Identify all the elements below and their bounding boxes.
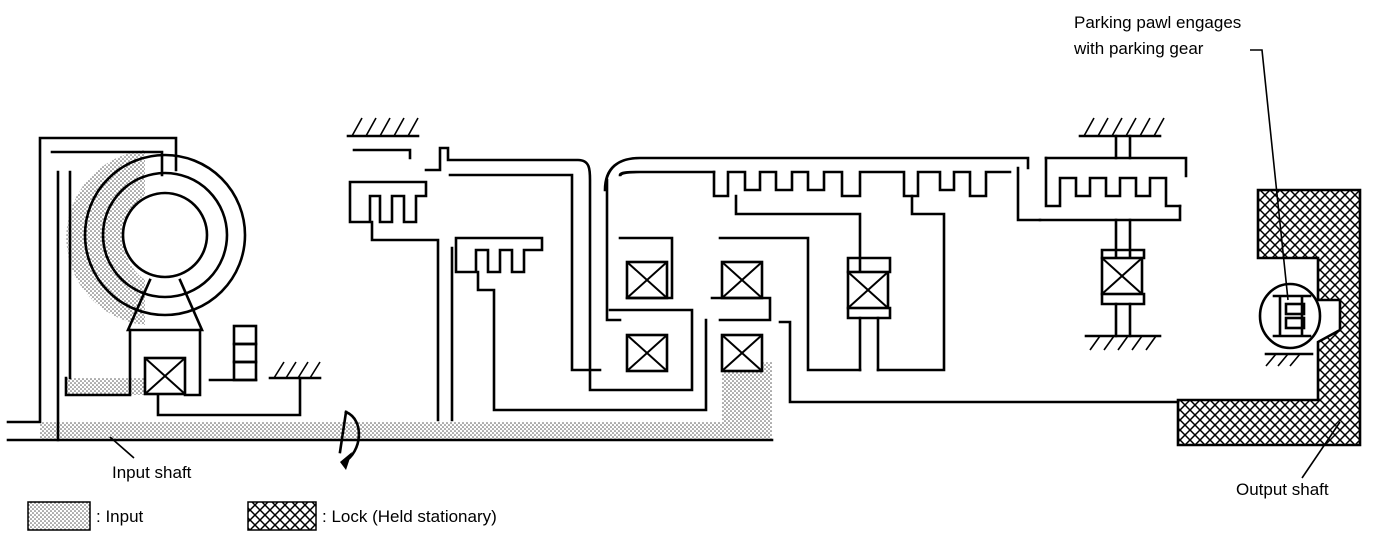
parking-pawl <box>1258 282 1322 367</box>
one-way-clutches <box>605 178 1180 404</box>
planetary-gear-set <box>603 156 1188 372</box>
legend-lock-label: : Lock (Held stationary) <box>322 507 497 526</box>
lock-hatched-areas <box>1176 188 1362 447</box>
parking-label-line1: Parking pawl engages <box>1074 13 1241 32</box>
legend: : Input : Lock (Held stationary) <box>27 501 497 531</box>
ground-supports <box>1078 117 1165 351</box>
parking-label-line2: with parking gear <box>1073 39 1204 58</box>
legend-input-label: : Input <box>96 507 144 526</box>
clutch-group-1 <box>346 117 694 422</box>
legend-input-swatch <box>27 501 91 531</box>
input-shaft-label: Input shaft <box>112 463 192 482</box>
leader-lines <box>109 49 1341 479</box>
legend-lock-swatch <box>247 501 317 531</box>
torque-converter <box>6 136 774 442</box>
output-shaft-label: Output shaft <box>1236 480 1329 499</box>
clutch-group-2 <box>450 236 708 422</box>
rotation-arrow-icon <box>338 410 361 470</box>
